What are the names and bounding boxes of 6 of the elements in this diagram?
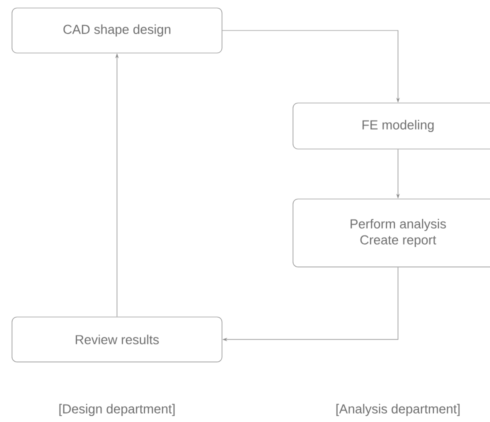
department-label: [Design department] — [59, 404, 175, 416]
department-label: [Analysis department] — [336, 404, 460, 416]
process-box: FE modeling — [292, 102, 490, 150]
process-box: CAD shape design — [12, 8, 222, 54]
process-box: Perform analysis Create report — [292, 198, 490, 268]
process-box: Review results — [12, 316, 222, 362]
